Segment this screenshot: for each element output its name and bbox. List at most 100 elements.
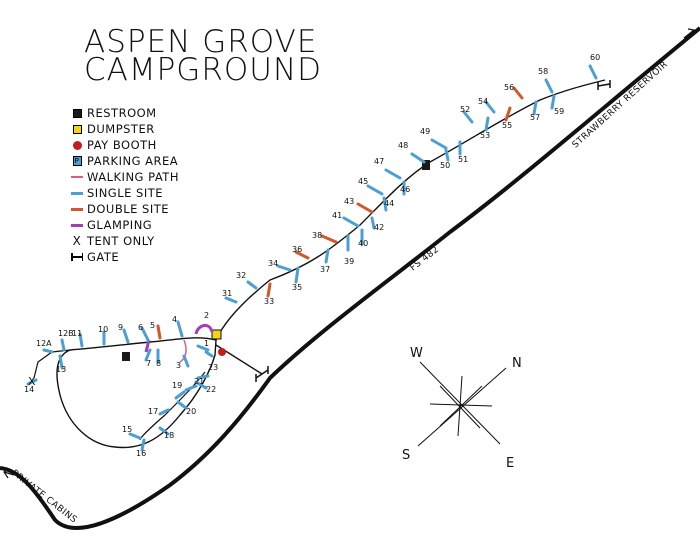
arrow-southwest-icon	[3, 468, 15, 479]
single-site-12A	[42, 348, 54, 354]
site-label-48: 48	[398, 141, 408, 150]
site-label-37: 37	[320, 265, 330, 274]
legend-label: GLAMPING	[87, 218, 153, 232]
site-label-8: 8	[156, 359, 161, 368]
site-label-23: 23	[208, 363, 218, 372]
walking-path-icon	[70, 171, 84, 183]
site-label-6: 6	[138, 323, 143, 332]
double-site-icon	[70, 203, 84, 215]
access-gate-icon	[255, 366, 269, 382]
single-site-34	[276, 264, 292, 272]
site-label-46: 46	[400, 185, 410, 194]
parking-icon: P	[70, 155, 84, 167]
single-site-42	[370, 216, 376, 230]
site-label-11: 11	[72, 329, 82, 338]
site-label-21: 21	[194, 377, 204, 386]
legend-label: RESTROOM	[87, 106, 157, 120]
legend-dumpster: DUMPSTER	[70, 121, 179, 137]
legend-restroom: RESTROOM	[70, 105, 179, 121]
double-site-33	[266, 282, 272, 298]
legend-walking-path: WALKING PATH	[70, 169, 179, 185]
site-label-38: 38	[312, 231, 322, 240]
double-site-5	[156, 324, 162, 340]
single-site-41	[342, 216, 360, 228]
double-site-56	[512, 86, 524, 100]
highway-road	[0, 26, 700, 530]
pay-booth-icon	[218, 348, 226, 356]
site-label-9: 9	[118, 323, 123, 332]
site-label-3: 3	[176, 361, 181, 370]
site-label-59: 59	[554, 107, 564, 116]
site-label-43: 43	[344, 197, 354, 206]
site-label-39: 39	[344, 257, 354, 266]
arrow-northeast-icon	[683, 28, 695, 39]
site-label-16: 16	[136, 449, 146, 458]
single-site-32	[246, 280, 258, 290]
single-site-49	[430, 138, 448, 150]
single-site-2	[196, 344, 210, 352]
site-label-35: 35	[292, 283, 302, 292]
site-label-51: 51	[458, 155, 468, 164]
restroom-icon	[70, 107, 84, 119]
single-site-16	[140, 438, 146, 452]
site-label-22: 22	[206, 385, 216, 394]
campground-loop-road	[56, 337, 217, 449]
single-site-3	[182, 354, 190, 368]
site-label-17: 17	[148, 407, 158, 416]
site-label-45: 45	[358, 177, 368, 186]
single-site-19	[174, 390, 186, 400]
single-site-21	[184, 384, 198, 392]
site-label-32: 32	[236, 271, 246, 280]
single-site-1	[204, 350, 214, 358]
site-label-5: 5	[150, 321, 155, 330]
site-label-31: 31	[222, 289, 232, 298]
double-site-38	[320, 234, 338, 244]
single-site-icon	[70, 187, 84, 199]
single-site-15	[128, 432, 142, 440]
single-site-23	[196, 374, 210, 380]
site-label-49: 49	[420, 127, 430, 136]
single-site-52	[462, 110, 474, 124]
double-site-55	[504, 106, 512, 122]
single-site-14	[26, 378, 38, 386]
site-label-58: 58	[538, 67, 548, 76]
site-label-12B: 12B	[58, 329, 74, 338]
single-site-54	[484, 100, 496, 114]
single-site-50	[444, 148, 450, 162]
compass-east: E	[506, 456, 515, 471]
single-site-22	[194, 380, 208, 390]
legend-label: WALKING PATH	[87, 170, 179, 184]
site-label-18: 18	[164, 431, 174, 440]
single-site-20	[176, 400, 188, 410]
site-label-36: 36	[292, 245, 302, 254]
compass-west: W	[410, 346, 423, 361]
site-label-57: 57	[530, 113, 540, 122]
site-label-1: 1	[204, 339, 209, 348]
site-label-19: 19	[172, 381, 182, 390]
single-site-57	[532, 100, 538, 116]
single-site-4	[176, 320, 184, 338]
restroom-icon	[122, 352, 130, 361]
site-label-20: 20	[186, 407, 196, 416]
glamping-icon	[70, 219, 84, 231]
double-site-36	[294, 250, 310, 260]
page-title-line1: ASPEN GROVE	[84, 24, 318, 60]
tent-only-icon: X	[28, 375, 36, 388]
single-site-9	[122, 328, 130, 344]
legend-label: SINGLE SITE	[87, 186, 164, 200]
map-legend: RESTROOM DUMPSTER PAY BOOTH P PARKING AR…	[70, 105, 179, 265]
tent-icon: X	[72, 234, 82, 248]
page-title-line2: CAMPGROUND	[84, 52, 323, 88]
restroom-icon	[422, 160, 430, 170]
single-site-11	[78, 332, 84, 348]
walking-path	[179, 339, 187, 363]
site-label-4: 4	[172, 315, 177, 324]
single-site-18	[158, 426, 170, 436]
dumpster-icon	[70, 123, 84, 135]
legend-tent-only: X TENT ONLY	[70, 233, 179, 249]
site-label-54: 54	[478, 97, 488, 106]
legend-parking: P PARKING AREA	[70, 153, 179, 169]
site-label-12A: 12A	[36, 339, 52, 348]
legend-single-site: SINGLE SITE	[70, 185, 179, 201]
